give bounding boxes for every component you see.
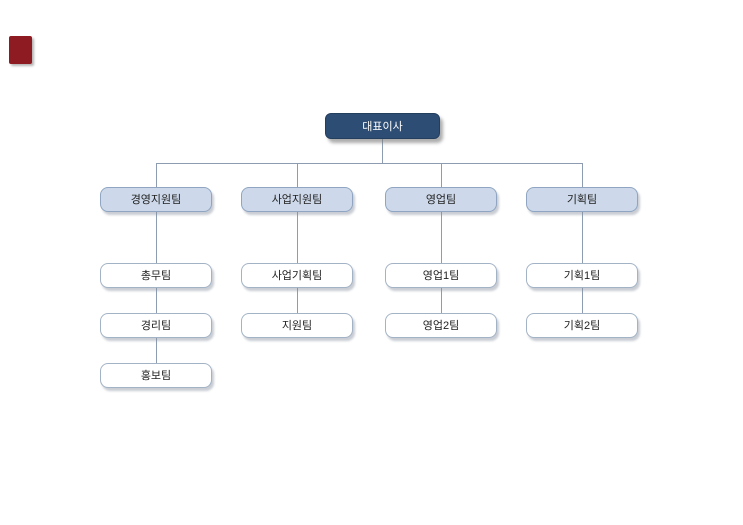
org-node-dept: 기획팀 [526, 187, 638, 212]
org-node-team: 영업1팀 [385, 263, 497, 288]
org-node-team: 사업기획팀 [241, 263, 353, 288]
org-node-team: 홍보팀 [100, 363, 212, 388]
connector-drop [297, 163, 298, 187]
connector-line [582, 288, 583, 313]
connector-line [297, 212, 298, 263]
red-accent-shape [9, 36, 32, 64]
connector-line [156, 212, 157, 263]
org-node-ceo: 대표이사 [325, 113, 440, 139]
connector-line [156, 288, 157, 313]
connector-line [156, 338, 157, 363]
connector-line [297, 288, 298, 313]
org-node-team: 지원팀 [241, 313, 353, 338]
org-node-dept: 사업지원팀 [241, 187, 353, 212]
connector-line [441, 288, 442, 313]
connector-drop [441, 163, 442, 187]
connector-line [582, 212, 583, 263]
org-node-dept: 경영지원팀 [100, 187, 212, 212]
org-node-team: 기획2팀 [526, 313, 638, 338]
org-node-dept: 영업팀 [385, 187, 497, 212]
connector-drop [156, 163, 157, 187]
org-node-team: 총무팀 [100, 263, 212, 288]
connector-drop [582, 163, 583, 187]
connector-line [441, 212, 442, 263]
org-node-team: 영업2팀 [385, 313, 497, 338]
org-node-team: 경리팀 [100, 313, 212, 338]
org-node-team: 기획1팀 [526, 263, 638, 288]
connector-horizontal-bar [156, 163, 583, 164]
connector-root-riser [382, 138, 383, 163]
